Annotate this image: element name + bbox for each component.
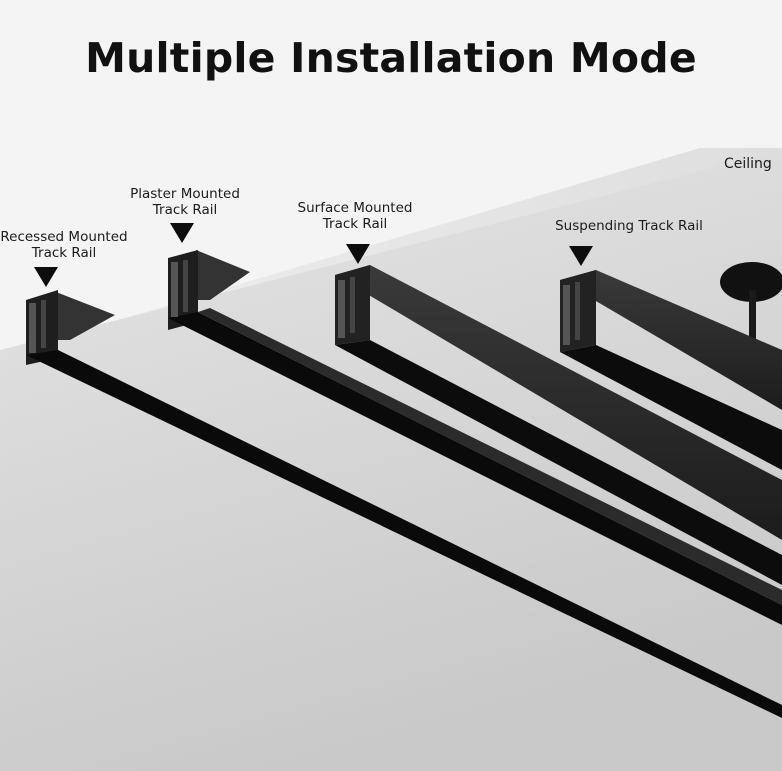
- label-line: Suspending Track Rail: [555, 218, 703, 234]
- surface-rail: [335, 265, 782, 585]
- page-title: Multiple Installation Mode: [85, 34, 697, 82]
- label-line: Recessed Mounted: [0, 229, 128, 245]
- pendant-mount: [720, 262, 782, 362]
- label-line: Track Rail: [322, 216, 388, 232]
- arrow-down-icon: [569, 246, 593, 266]
- label-line: Track Rail: [152, 202, 218, 218]
- ceiling-label: Ceiling: [724, 156, 772, 172]
- arrow-down-icon: [346, 244, 370, 264]
- label-plaster-mounted: Plaster Mounted Track Rail: [118, 186, 252, 218]
- plaster-rail: [168, 250, 782, 625]
- label-suspending: Suspending Track Rail: [548, 218, 710, 234]
- arrow-down-icon: [170, 223, 194, 243]
- label-surface-mounted: Surface Mounted Track Rail: [288, 200, 422, 232]
- label-line: Track Rail: [31, 245, 97, 261]
- suspending-rail: [560, 270, 782, 470]
- label-line: Surface Mounted: [297, 200, 413, 216]
- recessed-rail: [26, 290, 782, 718]
- label-recessed-mounted: Recessed Mounted Track Rail: [0, 229, 128, 261]
- arrow-down-icon: [34, 267, 58, 287]
- label-line: Plaster Mounted: [130, 186, 240, 202]
